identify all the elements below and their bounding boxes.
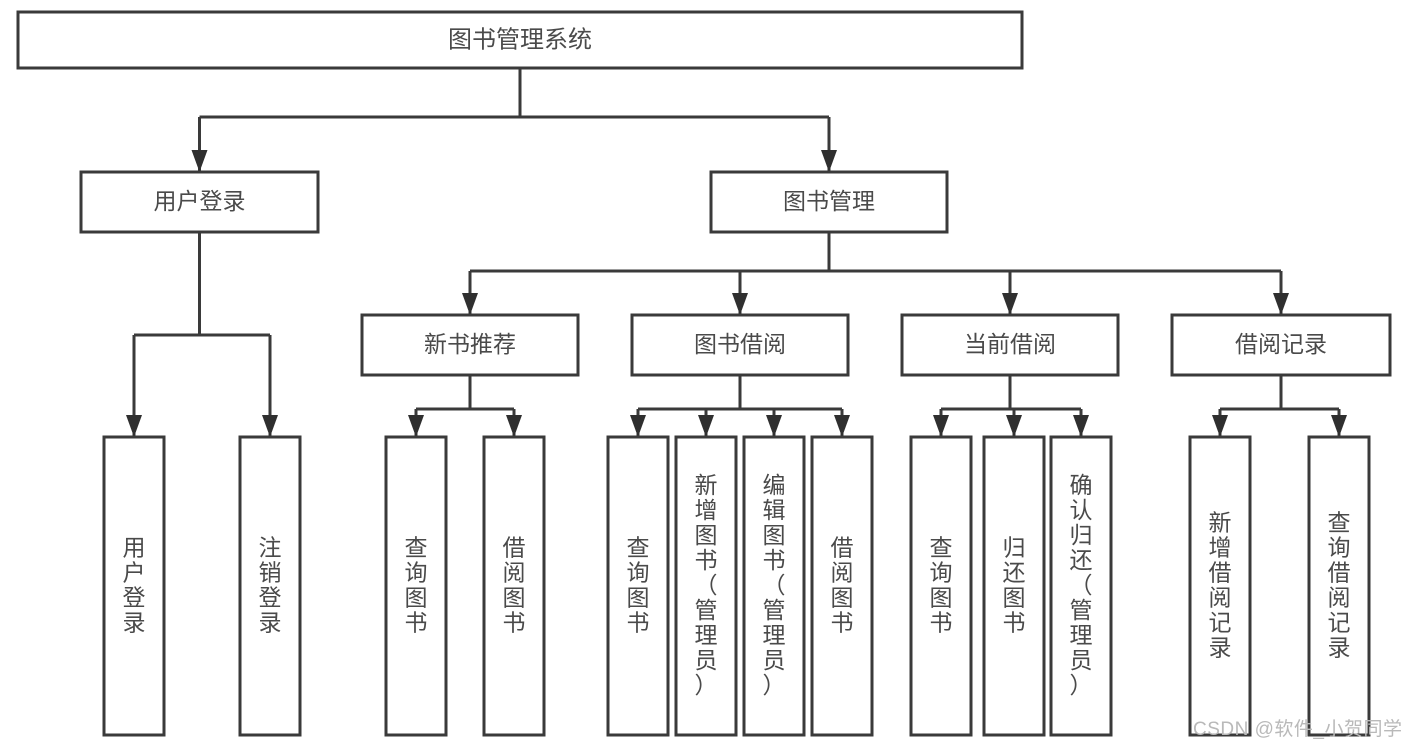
- node-box[interactable]: [360, 313, 580, 377]
- node-label: 编辑图书（管理员）: [763, 472, 786, 698]
- node-label: 图书管理: [783, 188, 875, 214]
- node-user-login[interactable]: 用户登录: [79, 170, 320, 234]
- arrow-head-icon: [933, 415, 949, 437]
- arrow-head-icon: [1273, 293, 1289, 315]
- node-leaf-borrow-book-1[interactable]: 借阅图书: [482, 435, 546, 737]
- arrow-head-icon: [698, 415, 714, 437]
- node-label: 确认归还（管理员）: [1070, 472, 1093, 698]
- arrow-head-icon: [766, 415, 782, 437]
- node-box[interactable]: [102, 435, 166, 737]
- arrow-head-icon: [732, 293, 748, 315]
- watermark-text: CSDN @软件_小贺同学: [1193, 719, 1403, 740]
- node-book-manage[interactable]: 图书管理: [709, 170, 949, 234]
- node-box[interactable]: [709, 170, 949, 234]
- node-leaf-confirm-return[interactable]: 确认归还（管理员）: [1049, 435, 1113, 737]
- node-box[interactable]: [1188, 435, 1252, 737]
- node-root[interactable]: 图书管理系统: [16, 10, 1024, 70]
- node-box[interactable]: [742, 435, 806, 737]
- arrow-head-icon: [1331, 415, 1347, 437]
- node-box[interactable]: [1170, 313, 1392, 377]
- node-current-borrow[interactable]: 当前借阅: [900, 313, 1120, 377]
- node-label: 新增图书（管理员）: [695, 472, 718, 698]
- node-box[interactable]: [1049, 435, 1113, 737]
- node-label: 借阅图书: [503, 535, 526, 636]
- node-box[interactable]: [810, 435, 874, 737]
- arrow-head-icon: [408, 415, 424, 437]
- node-label: 用户登录: [154, 188, 246, 214]
- node-label: 借阅记录: [1235, 331, 1327, 357]
- arrow-head-icon: [821, 150, 837, 172]
- node-label: 新书推荐: [424, 331, 516, 357]
- arrow-head-icon: [1002, 293, 1018, 315]
- node-box[interactable]: [900, 313, 1120, 377]
- arrow-head-icon: [506, 415, 522, 437]
- connector-layer: [126, 68, 1347, 437]
- node-box[interactable]: [238, 435, 302, 737]
- node-leaf-query-book-2[interactable]: 查询图书: [606, 435, 670, 737]
- arrow-head-icon: [462, 293, 478, 315]
- node-box[interactable]: [482, 435, 546, 737]
- arrow-head-icon: [630, 415, 646, 437]
- node-box[interactable]: [982, 435, 1046, 737]
- node-leaf-add-book[interactable]: 新增图书（管理员）: [674, 435, 738, 737]
- arrow-head-icon: [1212, 415, 1228, 437]
- arrow-head-icon: [191, 150, 208, 172]
- node-label: 查询借阅记录: [1328, 510, 1351, 661]
- node-label: 归还图书: [1003, 535, 1026, 636]
- node-box[interactable]: [1307, 435, 1371, 737]
- node-label: 图书管理系统: [448, 26, 592, 53]
- node-box[interactable]: [909, 435, 973, 737]
- node-layer: 图书管理系统用户登录图书管理新书推荐图书借阅当前借阅借阅记录用户登录注销登录查询…: [16, 10, 1392, 737]
- node-box[interactable]: [384, 435, 448, 737]
- node-box[interactable]: [79, 170, 320, 234]
- node-leaf-add-record[interactable]: 新增借阅记录: [1188, 435, 1252, 737]
- arrow-head-icon: [262, 415, 278, 437]
- node-label: 查询图书: [627, 535, 650, 636]
- arrow-head-icon: [126, 415, 142, 437]
- node-box[interactable]: [16, 10, 1024, 70]
- node-new-book-rec[interactable]: 新书推荐: [360, 313, 580, 377]
- node-label: 注销登录: [259, 535, 282, 636]
- node-box[interactable]: [674, 435, 738, 737]
- node-borrow-record[interactable]: 借阅记录: [1170, 313, 1392, 377]
- node-leaf-edit-book[interactable]: 编辑图书（管理员）: [742, 435, 806, 737]
- node-label: 借阅图书: [831, 535, 854, 636]
- node-leaf-borrow-book-2[interactable]: 借阅图书: [810, 435, 874, 737]
- node-label: 查询图书: [930, 535, 953, 636]
- node-box[interactable]: [606, 435, 670, 737]
- arrow-head-icon: [834, 415, 850, 437]
- node-leaf-logout[interactable]: 注销登录: [238, 435, 302, 737]
- node-leaf-query-record[interactable]: 查询借阅记录: [1307, 435, 1371, 737]
- node-leaf-return-book[interactable]: 归还图书: [982, 435, 1046, 737]
- arrow-head-icon: [1006, 415, 1022, 437]
- node-label: 图书借阅: [694, 331, 786, 357]
- arrow-head-icon: [1073, 415, 1089, 437]
- node-label: 用户登录: [123, 535, 146, 636]
- node-leaf-user-login[interactable]: 用户登录: [102, 435, 166, 737]
- node-label: 查询图书: [405, 535, 428, 636]
- node-box[interactable]: [630, 313, 850, 377]
- node-leaf-query-book-1[interactable]: 查询图书: [384, 435, 448, 737]
- node-leaf-query-book-3[interactable]: 查询图书: [909, 435, 973, 737]
- node-label: 新增借阅记录: [1209, 510, 1232, 661]
- node-book-borrow[interactable]: 图书借阅: [630, 313, 850, 377]
- node-label: 当前借阅: [964, 331, 1056, 357]
